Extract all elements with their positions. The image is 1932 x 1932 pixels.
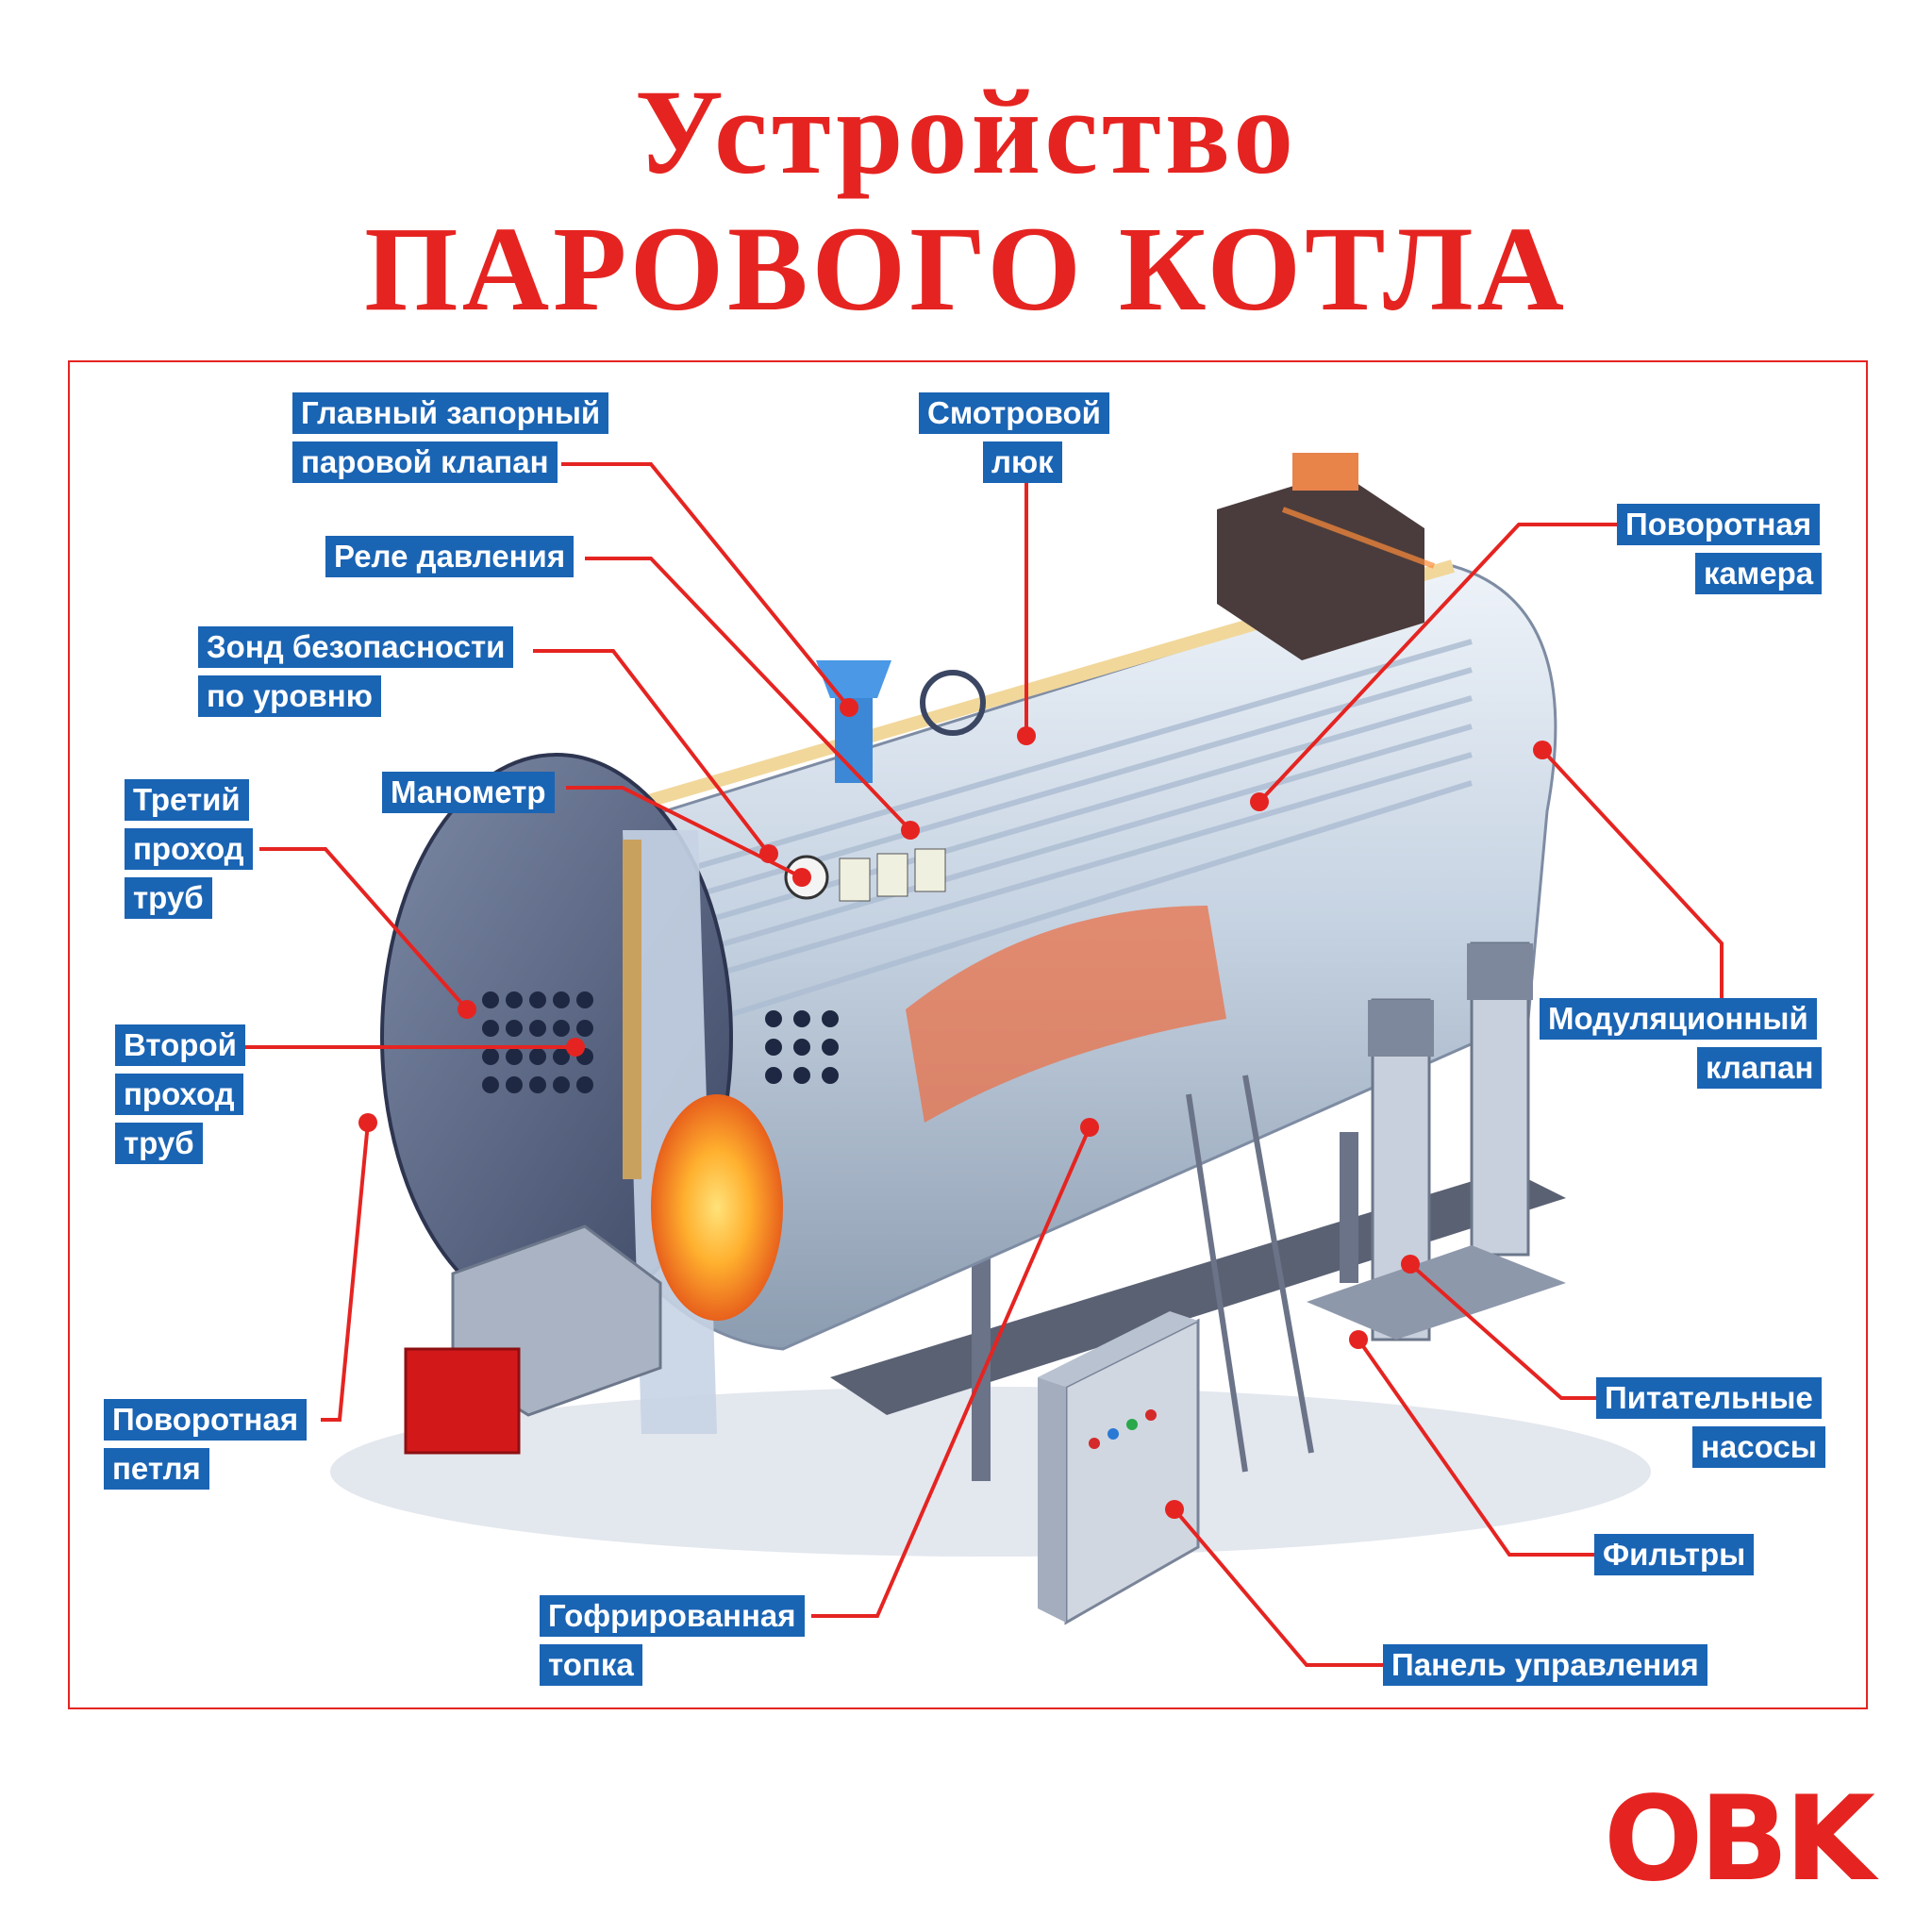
label-second-pass-line2: проход <box>115 1074 243 1115</box>
label-corrugated-furnace-line2: топка <box>540 1644 642 1686</box>
label-second-pass-line1: Второй <box>115 1024 245 1066</box>
label-feed-pumps-line2: насосы <box>1692 1426 1825 1468</box>
label-main-valve-line1: Главный запорный <box>292 392 609 434</box>
boiler-front <box>380 753 839 1434</box>
feed-pumps <box>1307 941 1566 1341</box>
label-control-panel: Панель управления <box>1383 1644 1707 1686</box>
label-corrugated-furnace-line1: Гофрированная <box>540 1595 805 1637</box>
label-inspection-hatch-line1: Смотровой <box>919 392 1109 434</box>
label-manometer: Манометр <box>382 772 555 813</box>
chimney <box>1217 453 1436 660</box>
tube-openings <box>482 991 839 1093</box>
label-turn-chamber-line1: Поворотная <box>1617 504 1821 545</box>
main-steam-valve <box>816 660 986 783</box>
label-level-probe-line2: по уровню <box>198 675 381 717</box>
label-third-pass-line3: труб <box>125 877 212 919</box>
ladder <box>1186 1074 1314 1473</box>
leader-dots <box>358 698 1552 1519</box>
label-second-pass-line3: труб <box>115 1123 203 1164</box>
label-filters: Фильтры <box>1594 1534 1755 1575</box>
label-modulating-valve-line2: клапан <box>1697 1047 1823 1089</box>
label-third-pass-line1: Третий <box>125 779 249 821</box>
brand-logo: OBK <box>1604 1772 1875 1907</box>
label-modulating-valve-line1: Модуляционный <box>1540 998 1817 1040</box>
label-turn-chamber-line2: камера <box>1695 553 1823 594</box>
diagram-title-line2: ПАРОВОГО КОТЛА <box>364 202 1568 336</box>
label-pressure-relay: Реле давления <box>325 536 575 577</box>
control-panel-cabinet <box>1038 1311 1200 1625</box>
furnace-glow <box>906 906 1226 1123</box>
label-feed-pumps-line1: Питательные <box>1596 1377 1822 1419</box>
label-third-pass-line2: проход <box>125 828 253 870</box>
label-level-probe-line1: Зонд безопасности <box>198 626 514 668</box>
diagram-frame <box>68 360 1868 1709</box>
burner <box>404 1224 662 1455</box>
leader-lines <box>241 462 1724 1667</box>
label-turn-loop-line1: Поворотная <box>104 1399 308 1441</box>
label-inspection-hatch-line2: люк <box>983 441 1062 483</box>
diagram-title-line1: Устройство <box>634 65 1298 199</box>
label-main-valve-line2: паровой клапан <box>292 441 558 483</box>
label-turn-loop-line2: петля <box>104 1448 209 1490</box>
